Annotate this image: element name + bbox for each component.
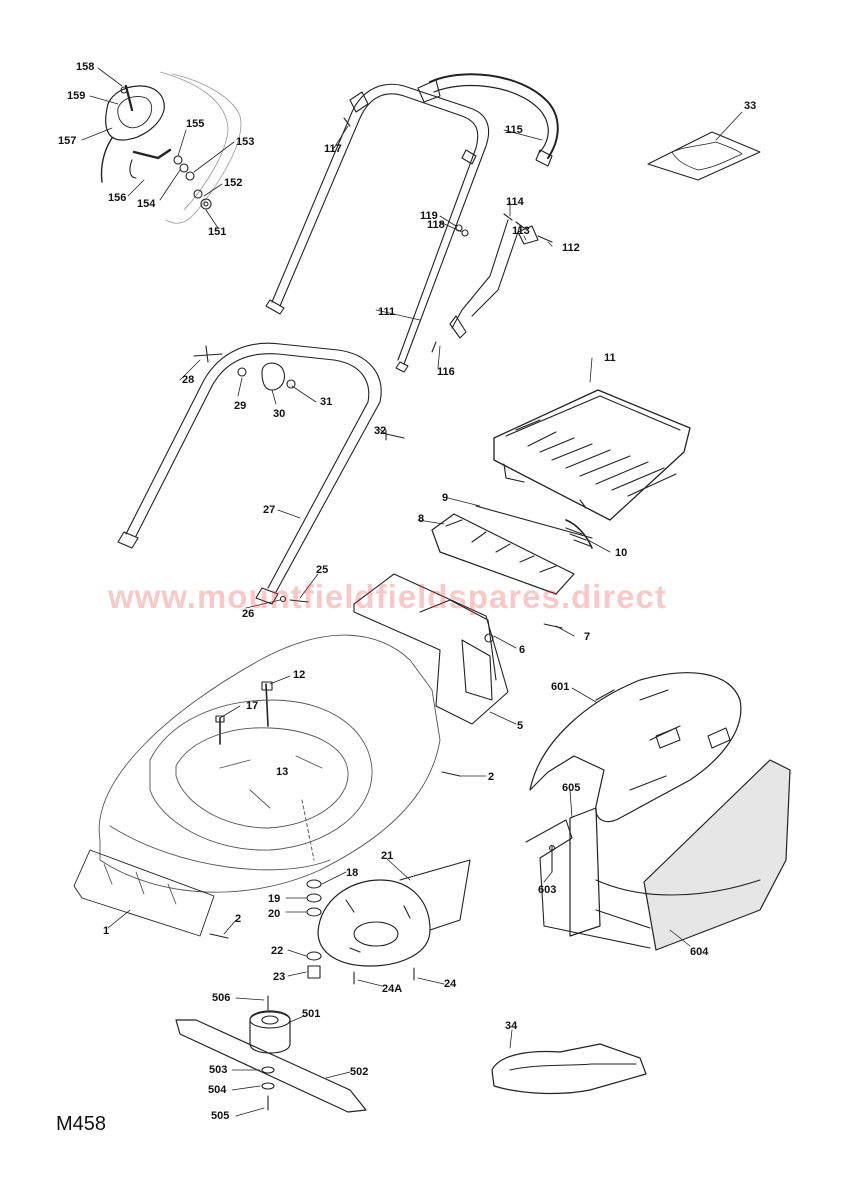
callout-24: 24 xyxy=(444,978,457,990)
callout-17: 17 xyxy=(246,700,259,712)
callout-31: 31 xyxy=(320,396,333,408)
callout-30: 30 xyxy=(273,408,286,420)
callout-605: 605 xyxy=(562,782,581,794)
callout-112: 112 xyxy=(562,242,580,254)
callout-32: 32 xyxy=(374,425,387,437)
rear-flap-assembly xyxy=(431,505,593,595)
blade-assembly xyxy=(175,995,367,1113)
callout-9: 9 xyxy=(442,492,449,504)
callout-7: 7 xyxy=(584,631,591,643)
callout-8: 8 xyxy=(418,513,425,525)
callout-504: 504 xyxy=(208,1084,227,1096)
callout-159: 159 xyxy=(67,90,86,102)
callout-118: 118 xyxy=(427,219,445,231)
callout-155: 155 xyxy=(186,118,205,130)
watermark-text: www.mountfieldfieldspares.direct xyxy=(108,578,667,615)
callout-603: 603 xyxy=(538,884,557,896)
callout-2-deck: 2 xyxy=(235,913,242,925)
handle-knob-parts xyxy=(193,345,405,441)
callout-152: 152 xyxy=(224,177,243,189)
callout-117: 117 xyxy=(324,143,342,155)
callout-2-guard: 2 xyxy=(488,771,495,783)
callout-24a: 24A xyxy=(382,983,403,995)
rear-guard xyxy=(353,573,509,725)
callout-18: 18 xyxy=(346,867,359,879)
callout-5: 5 xyxy=(517,720,524,732)
callout-111: 111 xyxy=(378,306,396,318)
grass-box xyxy=(525,759,791,951)
callout-153: 153 xyxy=(236,136,255,148)
leader-lines xyxy=(81,67,743,1117)
callout-29: 29 xyxy=(234,400,247,412)
callout-12: 12 xyxy=(293,669,306,681)
callout-505: 505 xyxy=(211,1110,230,1122)
callout-501: 501 xyxy=(302,1008,321,1020)
grass-box-lid xyxy=(529,672,742,823)
callout-34: 34 xyxy=(505,1020,518,1032)
upper-handle xyxy=(265,83,490,373)
callout-157: 157 xyxy=(58,135,77,147)
parts-bag xyxy=(647,131,761,181)
callout-151: 151 xyxy=(208,226,227,238)
callout-28: 28 xyxy=(182,374,195,386)
callout-116: 116 xyxy=(437,366,455,378)
callout-154: 154 xyxy=(137,198,156,210)
callout-6: 6 xyxy=(519,644,526,656)
callout-21: 21 xyxy=(381,850,394,862)
callout-13: 13 xyxy=(276,766,289,778)
callout-11: 11 xyxy=(604,352,616,364)
callout-23: 23 xyxy=(273,971,286,983)
mulch-plug xyxy=(491,1043,647,1095)
callout-604: 604 xyxy=(690,946,709,958)
callout-25: 25 xyxy=(316,564,329,576)
callout-33: 33 xyxy=(744,100,757,112)
control-cables xyxy=(431,213,553,353)
callout-26: 26 xyxy=(242,608,255,620)
callout-156: 156 xyxy=(108,192,127,204)
callout-20: 20 xyxy=(268,908,281,920)
bail-bar xyxy=(417,73,559,167)
callout-503: 503 xyxy=(209,1064,228,1076)
callout-113: 113 xyxy=(512,225,530,237)
lower-handle xyxy=(117,342,382,605)
callout-27: 27 xyxy=(263,504,276,516)
callout-1: 1 xyxy=(103,925,110,937)
washers xyxy=(301,799,415,985)
model-code-label: M458 xyxy=(56,1113,107,1135)
callout-506: 506 xyxy=(212,992,231,1004)
mower-deck xyxy=(73,634,441,937)
callout-19: 19 xyxy=(268,893,281,905)
deflector-plate xyxy=(317,859,471,967)
engine-cover xyxy=(493,389,691,521)
callout-601: 601 xyxy=(551,681,570,693)
handle-knob-assembly xyxy=(100,71,242,224)
callout-114: 114 xyxy=(506,196,524,208)
callout-502: 502 xyxy=(350,1066,369,1078)
callout-22: 22 xyxy=(271,945,284,957)
callout-115: 115 xyxy=(505,124,523,136)
callout-10: 10 xyxy=(615,547,628,559)
bolts xyxy=(209,595,563,939)
callout-158: 158 xyxy=(76,61,95,73)
callout-119: 119 xyxy=(420,210,438,222)
